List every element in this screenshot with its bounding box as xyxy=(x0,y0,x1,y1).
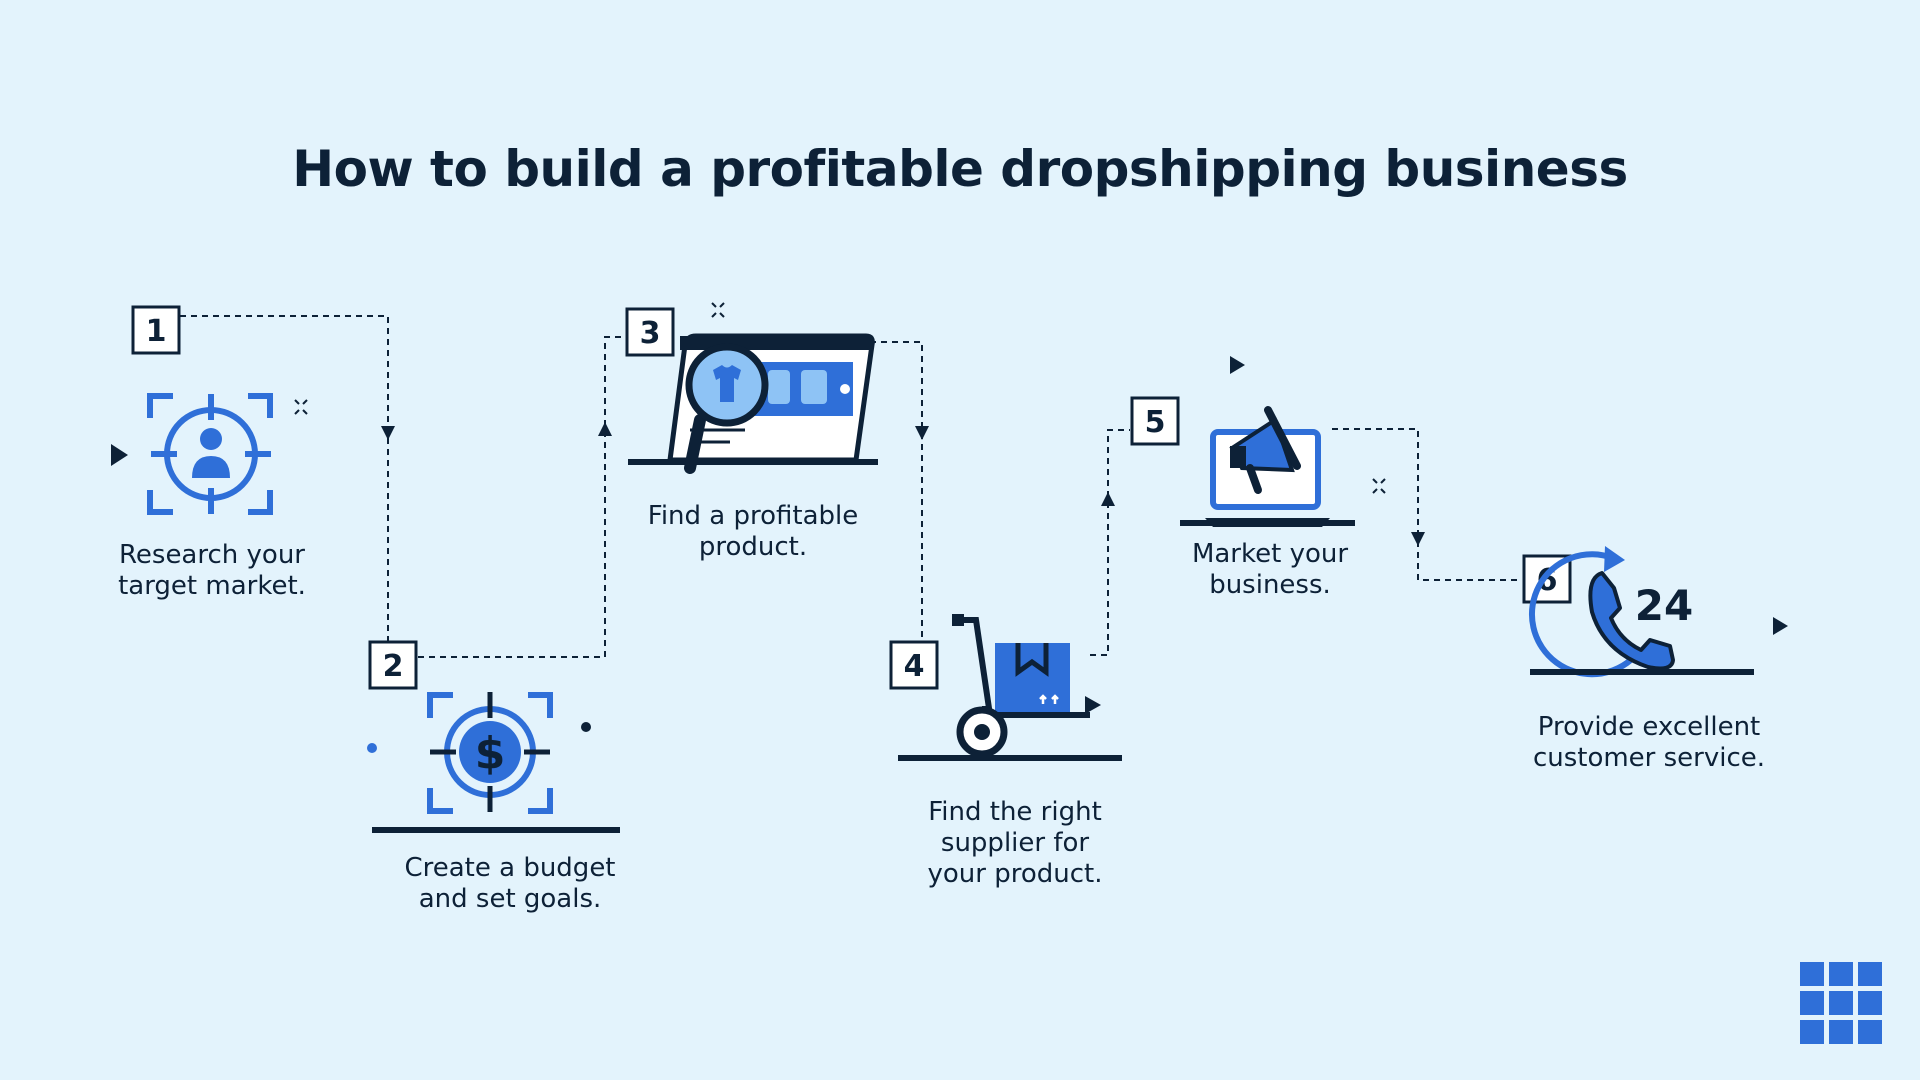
step-number-box-5: 5 xyxy=(1130,396,1180,446)
step-number-box-3: 3 xyxy=(625,307,675,357)
sparkle-icon xyxy=(1372,478,1386,494)
target-person-icon xyxy=(147,393,273,515)
caption-line: Research your xyxy=(119,540,305,570)
caption-line: customer service. xyxy=(1532,743,1766,773)
svg-text:$: $ xyxy=(475,728,506,779)
logo-grid-icon xyxy=(1800,962,1882,1044)
caption-line: Find the right xyxy=(928,797,1102,827)
step-number-box-2: 2 xyxy=(368,640,418,690)
svg-text:4: 4 xyxy=(904,649,925,684)
play-triangle-icon xyxy=(1230,356,1245,374)
step-number-box-4: 4 xyxy=(889,640,939,690)
arrow-up-4 xyxy=(1101,492,1115,506)
laptop-magnifier-icon xyxy=(628,333,878,474)
step-6-caption: Provide excellent customer service. xyxy=(1518,712,1780,774)
step-4-caption: Find the right supplier for your product… xyxy=(890,797,1140,890)
svg-text:24: 24 xyxy=(1635,581,1693,630)
caption-line: target market. xyxy=(118,571,306,601)
connector-1-2 xyxy=(180,315,389,665)
connector-2-3 xyxy=(418,336,625,658)
play-triangle-icon xyxy=(1773,617,1788,635)
caption-line: product. xyxy=(698,532,808,562)
step-2-caption: Create a budget and set goals. xyxy=(385,853,635,915)
arrow-up-2 xyxy=(598,422,612,436)
caption-line: Create a budget xyxy=(404,853,616,883)
sparkle-icon xyxy=(294,399,308,415)
connector-5-6 xyxy=(1332,428,1522,581)
svg-text:2: 2 xyxy=(383,649,404,684)
step-5-caption: Market your business. xyxy=(1150,539,1390,601)
caption-line: your product. xyxy=(927,859,1103,889)
caption-line: Find a profitable xyxy=(647,501,859,531)
laptop-megaphone-icon xyxy=(1180,406,1355,527)
page-title: How to build a profitable dropshipping b… xyxy=(292,140,1628,198)
svg-text:3: 3 xyxy=(640,316,661,351)
arrow-down-3 xyxy=(915,426,929,440)
hand-truck-box-icon xyxy=(898,614,1122,761)
play-triangle-icon xyxy=(111,444,128,466)
play-triangle-icon xyxy=(1085,696,1101,714)
svg-text:5: 5 xyxy=(1145,405,1166,440)
connector-4-5 xyxy=(1090,429,1130,656)
step-1-caption: Research your target market. xyxy=(92,540,332,602)
caption-line: Market your xyxy=(1191,539,1349,569)
svg-text:1: 1 xyxy=(146,314,167,349)
phone-24-icon: 24 xyxy=(1528,546,1754,678)
caption-line: business. xyxy=(1209,570,1331,600)
decor-dot xyxy=(367,743,377,753)
arrow-down-1 xyxy=(381,426,395,440)
step-3-caption: Find a profitable product. xyxy=(625,501,881,563)
decor-dot xyxy=(581,722,591,732)
caption-line: and set goals. xyxy=(418,884,602,914)
step-number-box-1: 1 xyxy=(131,305,181,355)
connector-arrows xyxy=(381,422,1425,546)
sparkle-icon xyxy=(711,302,725,318)
caption-line: supplier for xyxy=(940,828,1090,858)
target-dollar-icon: $ xyxy=(372,692,620,833)
arrow-down-5 xyxy=(1411,532,1425,546)
caption-line: Provide excellent xyxy=(1537,712,1761,742)
